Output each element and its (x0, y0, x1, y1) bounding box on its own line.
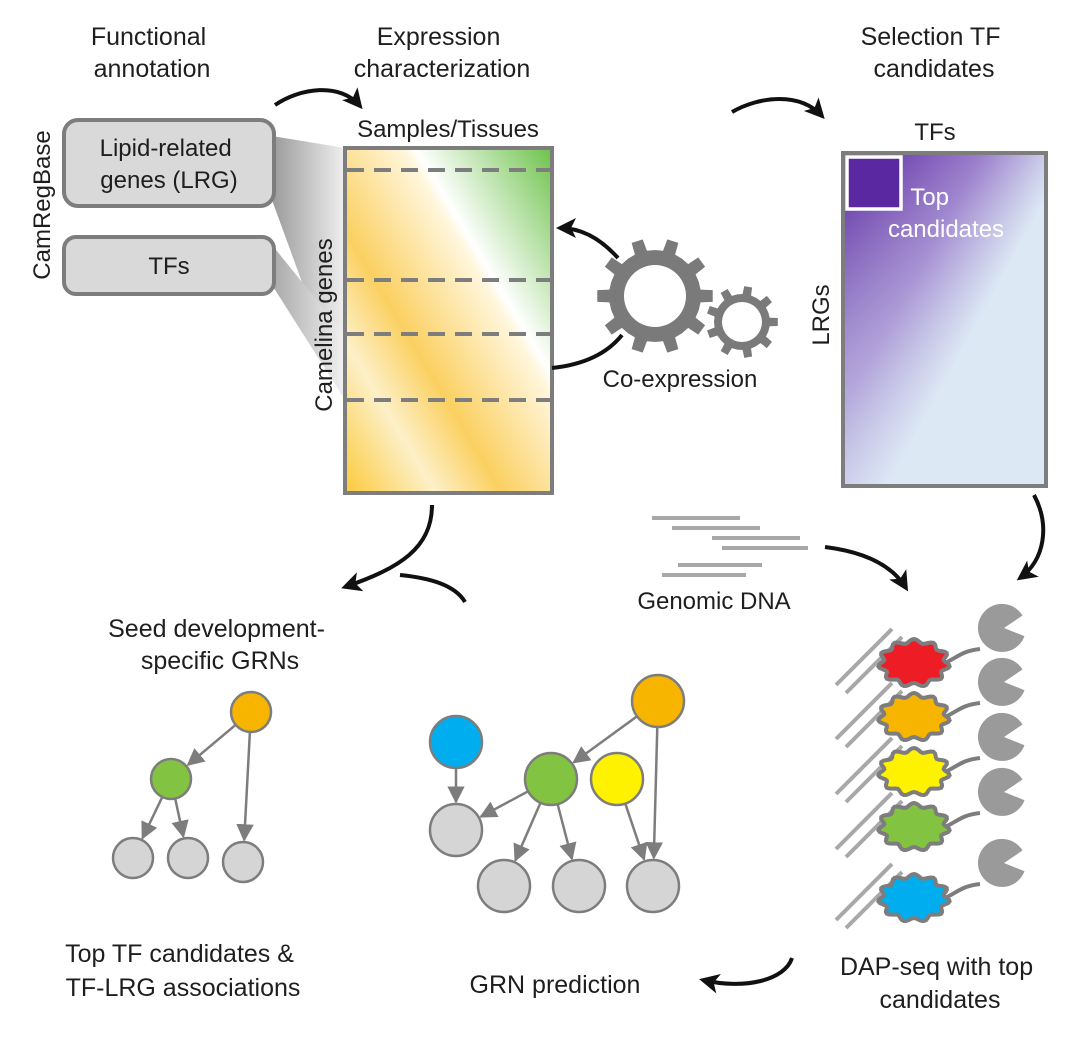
network-node (166, 836, 210, 880)
dna-strand (834, 862, 894, 922)
tfs-box (62, 235, 276, 296)
dna-strand (834, 627, 894, 687)
small-gear-shape (707, 286, 778, 358)
affinity-tag (977, 657, 1025, 706)
dapseq-title: DAP-seq with top candidates (840, 953, 1040, 1014)
dapseq-row (834, 712, 1025, 804)
network-node (428, 802, 484, 858)
dapseq-row (834, 767, 1025, 859)
arrow-dna-to-dapseq (824, 545, 909, 592)
lrg-box-label: Lipid-related genes (LRG) (100, 135, 239, 194)
large-gear-shape (597, 239, 713, 353)
regulatory-edge (479, 790, 529, 818)
expression-matrix (343, 146, 554, 495)
affinity-tag (977, 712, 1025, 761)
tf-protein (876, 690, 952, 743)
coexpression-connector (551, 333, 624, 370)
coexpression-label: Co-expression (603, 366, 758, 393)
tf-protein (876, 636, 952, 689)
network-node (476, 858, 532, 914)
tf-linker (944, 882, 981, 900)
tf-linker (944, 701, 981, 719)
network-node (523, 751, 579, 807)
network-node (428, 714, 484, 770)
camregbase-label: CamRegBase (29, 130, 56, 279)
dna-strand (834, 736, 894, 796)
regulatory-edge (556, 803, 577, 861)
dapseq-row (834, 838, 1025, 930)
dapseq-row (834, 603, 1025, 695)
network-node (630, 673, 686, 729)
predicted-grn-network (428, 673, 686, 914)
top-tf-associations-title: Top TF candidates & TF-LRG associations (65, 940, 301, 1002)
functional-annotation-title: Functional annotation (91, 23, 213, 83)
genomic-dna-fragments (652, 516, 808, 577)
tfs-box-label: TFs (148, 253, 189, 280)
dna-strand (834, 791, 894, 851)
top-candidates-label: Top candidates (888, 184, 1004, 243)
small-gear-icon (707, 286, 778, 358)
lrgs-row-label: LRGs (808, 284, 835, 345)
coexpression-return-arrow (556, 218, 620, 260)
regulatory-edge (236, 731, 254, 842)
network-node (229, 690, 273, 734)
regulatory-edge (645, 726, 663, 860)
network-node (589, 751, 645, 807)
camelina-genes-label: Camelina genes (311, 238, 338, 411)
expression-cluster-dividers (347, 168, 550, 402)
regulatory-edge (624, 803, 648, 862)
samples-tissues-label: Samples/Tissues (357, 116, 539, 143)
tf-linker (944, 647, 981, 665)
regulatory-edge (171, 798, 189, 839)
affinity-tag (977, 603, 1025, 652)
network-node (111, 836, 155, 880)
expression-characterization-title: Expression characterization (354, 23, 530, 83)
large-gear-icon (597, 239, 713, 353)
selection-tf-title: Selection TF candidates (861, 23, 1008, 83)
tf-linker (944, 811, 981, 829)
arrow-dapseq-to-grn-prediction (699, 957, 794, 994)
network-node (221, 840, 265, 884)
arrow-connector-seed (399, 573, 467, 604)
dapseq-rows (834, 603, 1025, 930)
dna-strand (834, 681, 894, 741)
arrow-expression-to-seed-grns (341, 504, 434, 592)
tf-projection-cone (272, 245, 345, 400)
network-node (149, 757, 193, 801)
seed-grns-title: Seed development- specific GRNs (108, 615, 332, 675)
dapseq-row (834, 657, 1025, 749)
regulatory-edge (572, 715, 638, 764)
arrow-selection-to-dapseq (1016, 494, 1046, 581)
affinity-tag (977, 767, 1025, 816)
tf-protein (876, 800, 952, 853)
regulatory-edge (186, 723, 237, 767)
affinity-tag (977, 838, 1025, 887)
tf-protein (876, 745, 952, 798)
seed-grn-network (111, 690, 273, 884)
grn-prediction-title: GRN prediction (470, 971, 641, 999)
network-node (551, 858, 607, 914)
arrow-expression-to-selection (731, 97, 825, 119)
regulatory-edge (141, 796, 164, 840)
genomic-dna-label: Genomic DNA (637, 588, 790, 615)
top-candidates-box (845, 155, 903, 211)
regulatory-edge (513, 802, 542, 863)
lrg-box (62, 118, 276, 208)
tf-protein (876, 871, 952, 924)
network-node (625, 858, 681, 914)
tf-linker (944, 756, 981, 774)
arrow-annotation-to-expression (273, 87, 363, 110)
tfs-column-label: TFs (914, 119, 955, 146)
